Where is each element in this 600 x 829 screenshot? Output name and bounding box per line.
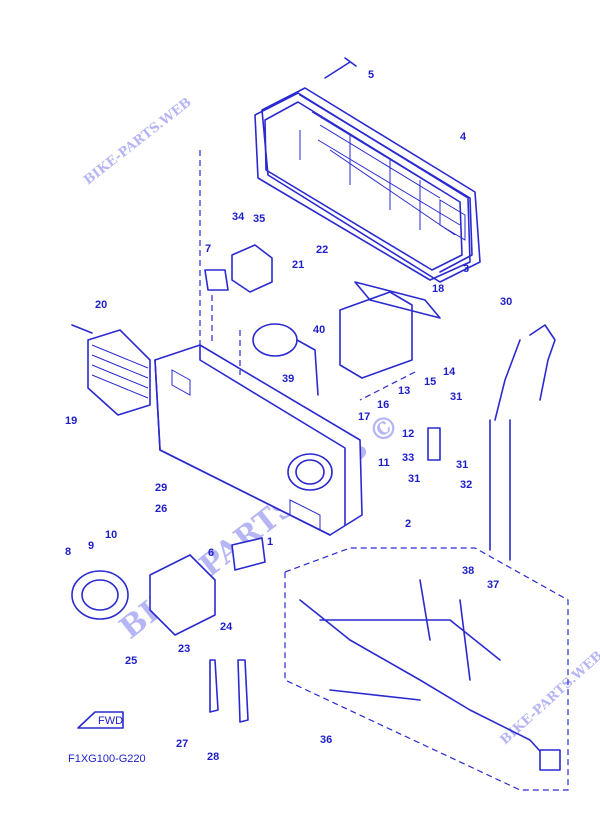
callout-22: 22 — [316, 244, 328, 256]
callout-2: 2 — [405, 518, 411, 530]
callout-19: 19 — [65, 415, 77, 427]
callout-1: 1 — [267, 536, 273, 548]
callout-9: 9 — [88, 540, 94, 552]
callout-39: 38 — [462, 565, 474, 577]
callout-26: 26 — [155, 503, 167, 515]
callout-23: 23 — [178, 643, 190, 655]
callout-33: 32 — [460, 479, 472, 491]
callout-37: 36 — [320, 734, 332, 746]
cap-34 — [427, 427, 441, 461]
callout-12: 12 — [402, 428, 414, 440]
callout-35: 34 — [232, 211, 245, 223]
callout-36: 35 — [253, 213, 265, 225]
callout-20: 20 — [95, 299, 107, 311]
callout-6: 6 — [208, 547, 214, 559]
fwd-label: FWD — [98, 715, 123, 727]
callout-15: 15 — [424, 376, 436, 388]
callout-27: 27 — [176, 738, 188, 750]
callout-31a: 31 — [450, 391, 462, 403]
callout-25: 25 — [125, 655, 137, 667]
callout-8: 8 — [65, 546, 71, 558]
starter-relay — [71, 554, 216, 636]
screw-5 — [324, 57, 357, 79]
diagram-code: F1XG100-G220 — [68, 753, 146, 765]
callout-40: 39 — [282, 373, 294, 385]
plate-7 — [204, 269, 229, 291]
sensor-40 — [252, 323, 319, 396]
leader-lines — [199, 150, 416, 401]
watermark-top-left: BIKE-PARTS.WEB — [81, 95, 194, 188]
callout-16: 16 — [377, 399, 389, 411]
callout-14: 14 — [443, 366, 456, 378]
gasket — [254, 92, 471, 281]
callout-10: 10 — [105, 529, 117, 541]
callout-17: 17 — [358, 411, 370, 423]
callout-18: 18 — [432, 283, 444, 295]
callout-5: 5 — [368, 69, 374, 81]
tie-27 — [209, 659, 219, 713]
callout-32: 31 — [408, 473, 420, 485]
rectifier — [71, 324, 151, 416]
callout-13: 13 — [398, 385, 410, 397]
callout-24: 24 — [220, 621, 233, 633]
callout-34: 33 — [402, 452, 414, 464]
callout-28: 28 — [207, 751, 219, 763]
fwd-arrow — [77, 711, 124, 729]
callout-29: 29 — [155, 482, 167, 494]
callout-7: 7 — [205, 243, 211, 255]
callout-3: 3 — [463, 263, 469, 275]
wire-30 — [494, 324, 556, 421]
callout-38: 37 — [487, 579, 499, 591]
coil-6 — [231, 537, 266, 571]
tie-28 — [237, 659, 249, 723]
callout-11: 11 — [378, 457, 390, 469]
callout-31b: 31 — [456, 459, 468, 471]
callout-41: 40 — [313, 324, 325, 336]
callout-4: 4 — [460, 131, 467, 143]
wire-harness — [284, 547, 569, 791]
relay — [231, 244, 273, 293]
wire-33 — [489, 419, 511, 561]
ecu-module — [339, 281, 441, 379]
callout-30: 30 — [500, 296, 512, 308]
watermark-right: BIKE-PARTS.WEB — [498, 648, 600, 747]
callout-21: 21 — [292, 259, 304, 271]
